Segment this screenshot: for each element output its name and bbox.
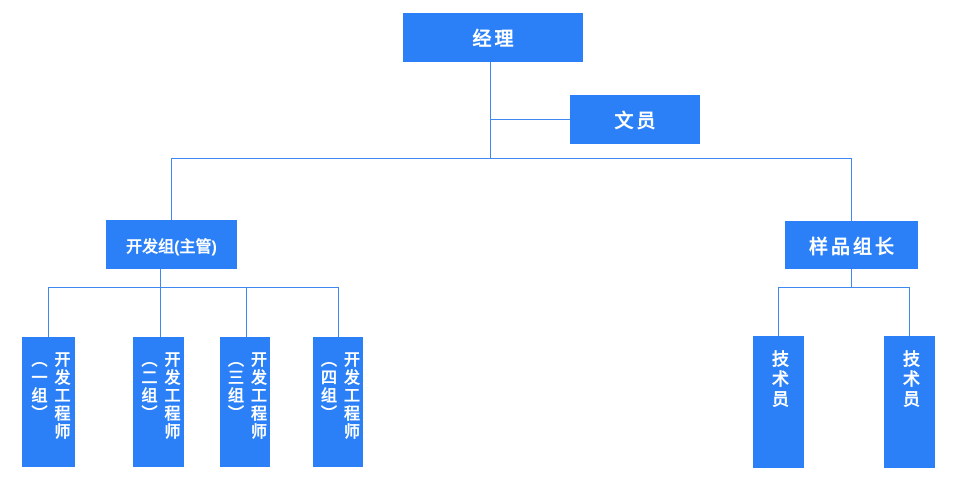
node-dev-engineer-group3[interactable]: 开发工程师（三组） — [220, 337, 270, 467]
node-dev-engineer-group2-label: 开发工程师（二组） — [138, 351, 179, 441]
node-dev-group-supervisor[interactable]: 开发组(主管) — [106, 220, 237, 269]
connector-tech2-down — [909, 287, 910, 336]
node-technician-2[interactable]: 技术员 — [884, 336, 935, 468]
connector-dev-horizontal — [48, 287, 338, 288]
node-manager[interactable]: 经理 — [403, 13, 583, 62]
connector-tech-horizontal — [778, 287, 909, 288]
connector-deveng3-down — [246, 287, 247, 337]
node-dev-engineer-group2[interactable]: 开发工程师（二组） — [133, 337, 184, 467]
node-dev-engineer-group4[interactable]: 开发工程师（四组） — [313, 337, 363, 467]
connector-devgroup-top — [171, 158, 172, 220]
connector-deveng1-down — [48, 287, 49, 337]
connector-manager-clerk — [490, 119, 570, 120]
node-sample-group-leader[interactable]: 样品组长 — [785, 221, 918, 269]
connector-deveng4-down — [338, 287, 339, 337]
node-dev-engineer-group1[interactable]: 开发工程师（一组） — [22, 337, 75, 467]
node-dev-group-label: 开发组(主管) — [126, 238, 217, 256]
connector-sampleleader-down — [851, 269, 852, 287]
node-dev-engineer-group1-label: 开发工程师（一组） — [28, 351, 69, 441]
node-technician-1[interactable]: 技术员 — [753, 336, 804, 468]
connector-sampleleader-top — [851, 158, 852, 221]
node-dev-engineer-group3-label: 开发工程师（三组） — [225, 351, 265, 441]
connector-main-horizontal — [171, 158, 851, 159]
node-clerk-label: 文员 — [614, 111, 659, 132]
connector-tech1-down — [778, 287, 779, 336]
node-technician-1-label: 技术员 — [769, 350, 788, 410]
node-manager-label: 经理 — [472, 29, 517, 50]
connector-manager-down — [490, 62, 491, 158]
node-technician-2-label: 技术员 — [900, 350, 919, 410]
node-clerk[interactable]: 文员 — [570, 95, 700, 144]
connector-devgroup-down — [160, 269, 161, 337]
node-dev-engineer-group4-label: 开发工程师（四组） — [318, 351, 358, 441]
node-sample-leader-label: 样品组长 — [808, 236, 897, 258]
